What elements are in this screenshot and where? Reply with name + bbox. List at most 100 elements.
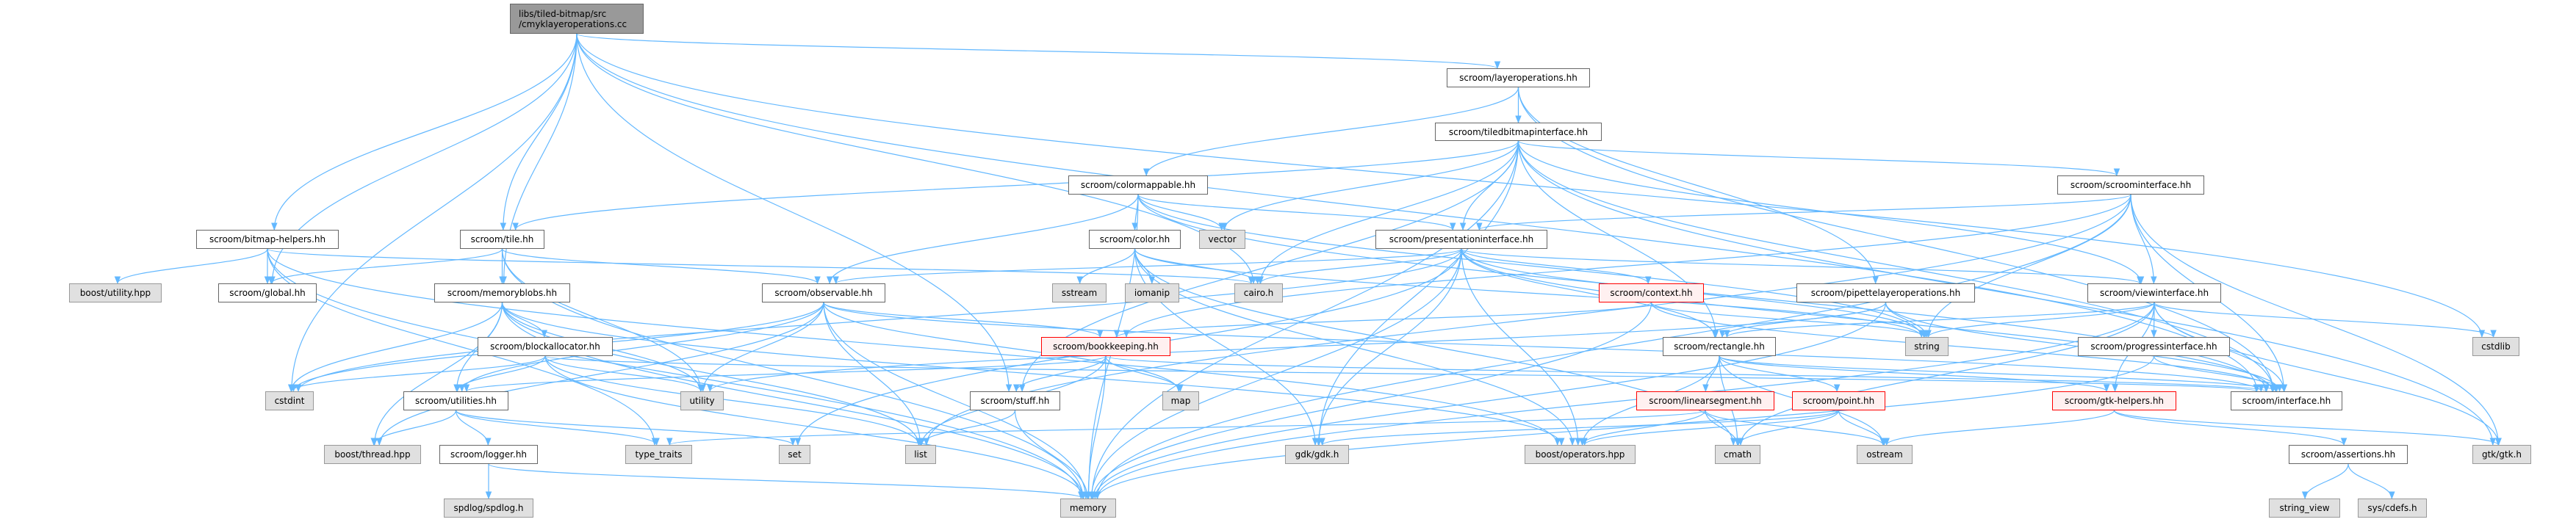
graph-node-label: scroom/presentationinterface.hh: [1389, 234, 1534, 244]
edge-scroominterface-to-string: [1925, 194, 2131, 338]
edge-root-to-layeroperations: [576, 33, 1500, 70]
graph-node-label: scroom/tile.hh: [470, 234, 534, 244]
graph-node-label: scroom/observable.hh: [774, 288, 873, 298]
graph-node-label: cmath: [1724, 449, 1752, 460]
graph-node-cstdint: cstdint: [265, 391, 314, 410]
edge-root-to-bitmap-helpers: [271, 33, 578, 231]
graph-node-color[interactable]: scroom/color.hh: [1089, 230, 1181, 249]
graph-node-label: libs/tiled-bitmap/src /cmyklayeroperatio…: [519, 8, 627, 29]
graph-node-label: scroom/bitmap-helpers.hh: [209, 234, 326, 244]
edge-blockallocator-to-cstdint: [288, 355, 546, 393]
graph-node-type-traits: type_traits: [625, 445, 692, 464]
graph-node-boost-operators: boost/operators.hpp: [1525, 445, 1636, 464]
edge-tiledbitmapinterface-to-vector: [1221, 140, 1519, 231]
edge-memoryblobs-to-boost-thread: [371, 302, 503, 446]
edge-color-to-gdk: [1134, 248, 1319, 446]
graph-node-set: set: [779, 445, 810, 464]
edge-viewinterface-to-gtk: [2154, 302, 2502, 446]
edge-bitmap-helpers-to-boost-utility: [114, 248, 268, 285]
graph-node-label: scroom/tiledbitmapinterface.hh: [1448, 126, 1589, 137]
edge-tiledbitmapinterface-to-rectangle: [1517, 140, 1719, 338]
graph-node-label: cstdlib: [2481, 341, 2511, 352]
graph-node-progressinterface[interactable]: scroom/progressinterface.hh: [2078, 337, 2230, 356]
graph-node-context[interactable]: scroom/context.hh: [1599, 283, 1704, 302]
graph-node-stuff[interactable]: scroom/stuff.hh: [970, 391, 1060, 410]
graph-node-label: sstream: [1061, 288, 1098, 298]
graph-node-assertions[interactable]: scroom/assertions.hh: [2289, 445, 2408, 464]
graph-node-colormappable[interactable]: scroom/colormappable.hh: [1068, 175, 1208, 195]
edge-pipettelayeroperations-to-utility: [707, 302, 1887, 393]
edge-layer: [114, 33, 2502, 500]
graph-node-linearsegment[interactable]: scroom/linearsegment.hh: [1636, 391, 1774, 410]
edge-utilities-to-set: [455, 410, 796, 446]
edge-colormappable-to-vector: [1137, 194, 1225, 231]
edge-tiledbitmapinterface-to-gdk: [1315, 140, 1519, 446]
graph-node-layeroperations[interactable]: scroom/layeroperations.hh: [1447, 68, 1590, 87]
graph-node-bitmap-helpers[interactable]: scroom/bitmap-helpers.hh: [196, 230, 339, 249]
graph-node-global[interactable]: scroom/global.hh: [218, 283, 317, 302]
edge-observable-to-boost-thread: [375, 302, 824, 446]
graph-node-memoryblobs[interactable]: scroom/memoryblobs.hh: [434, 283, 570, 302]
edge-colormappable-to-string: [1137, 194, 1925, 338]
edge-scroominterface-to-gtk: [2130, 194, 2502, 446]
graph-node-observable[interactable]: scroom/observable.hh: [762, 283, 885, 302]
edge-layeroperations-to-interface: [1517, 87, 2277, 393]
edge-viewinterface-to-string: [1925, 302, 2155, 338]
edge-bitmap-helpers-to-type-traits: [267, 248, 658, 446]
graph-node-label: scroom/gtk-helpers.hh: [2064, 396, 2165, 406]
graph-node-label: scroom/context.hh: [1610, 288, 1693, 298]
graph-node-pipettelayeroperations[interactable]: scroom/pipettelayeroperations.hh: [1796, 283, 1975, 302]
edge-tiledbitmapinterface-to-gtk: [1517, 140, 2497, 446]
graph-node-label: scroom/stuff.hh: [980, 396, 1050, 406]
graph-node-point[interactable]: scroom/point.hh: [1792, 391, 1885, 410]
edge-assertions-to-string-view: [2301, 463, 2349, 500]
edge-gtk-helpers-to-assertions: [2113, 410, 2347, 446]
edge-gtk-helpers-to-gtk: [2113, 410, 2502, 446]
graph-node-logger[interactable]: scroom/logger.hh: [439, 445, 538, 464]
graph-node-label: scroom/logger.hh: [450, 449, 528, 460]
edge-tiledbitmapinterface-to-cairo: [1257, 140, 1519, 285]
edge-layeroperations-to-colormappable: [1143, 87, 1519, 177]
graph-node-label: scroom/layeroperations.hh: [1459, 73, 1577, 83]
graph-node-presentationinterface[interactable]: scroom/presentationinterface.hh: [1375, 230, 1547, 249]
edge-bookkeeping-to-interface: [1105, 355, 2269, 393]
graph-node-label: scroom/scroominterface.hh: [2070, 180, 2192, 190]
edge-context-to-bookkeeping: [1113, 302, 1652, 338]
graph-node-blockallocator[interactable]: scroom/blockallocator.hh: [478, 337, 613, 356]
edge-viewinterface-to-rectangle: [1724, 302, 2155, 338]
graph-node-label: list: [914, 449, 927, 460]
graph-node-gtk-helpers[interactable]: scroom/gtk-helpers.hh: [2052, 391, 2176, 410]
graph-node-viewinterface[interactable]: scroom/viewinterface.hh: [2087, 283, 2221, 302]
graph-node-tile[interactable]: scroom/tile.hh: [460, 230, 544, 249]
edge-presentationinterface-to-observable: [832, 248, 1462, 285]
edge-blockallocator-to-utility: [544, 355, 705, 393]
edge-linearsegment-to-ostream: [1705, 410, 1887, 446]
graph-node-root: libs/tiled-bitmap/src /cmyklayeroperatio…: [510, 4, 644, 34]
edge-observable-to-utilities: [458, 302, 824, 393]
edge-observable-to-map: [823, 302, 1182, 393]
graph-node-rectangle[interactable]: scroom/rectangle.hh: [1663, 337, 1776, 356]
edge-context-to-memory: [1090, 302, 1652, 500]
graph-node-tiledbitmapinterface[interactable]: scroom/tiledbitmapinterface.hh: [1435, 123, 1602, 141]
edge-rectangle-to-interface: [1719, 355, 2280, 393]
graph-node-scroominterface[interactable]: scroom/scroominterface.hh: [2057, 175, 2204, 195]
edge-tiledbitmapinterface-to-memory: [1088, 140, 1519, 500]
edge-tile-to-utility: [501, 248, 704, 393]
graph-node-utilities[interactable]: scroom/utilities.hh: [403, 391, 508, 410]
graph-node-label: scroom/interface.hh: [2242, 396, 2331, 406]
graph-node-bookkeeping[interactable]: scroom/bookkeeping.hh: [1041, 337, 1170, 356]
edge-point-to-cmath: [1735, 410, 1840, 446]
graph-node-iomanip: iomanip: [1125, 283, 1179, 302]
edge-viewinterface-to-cmath: [1737, 302, 2155, 446]
edge-tiledbitmapinterface-to-tile: [512, 140, 1519, 231]
graph-node-label: scroom/progressinterface.hh: [2090, 341, 2217, 352]
graph-node-label: ostream: [1866, 449, 1903, 460]
edge-colormappable-to-presentationinterface: [1137, 194, 1456, 231]
graph-node-label: sys/cdefs.h: [2367, 503, 2417, 513]
edge-presentationinterface-to-memory: [1088, 248, 1462, 500]
edge-scroominterface-to-viewinterface: [2130, 194, 2157, 285]
edge-color-to-boost-operators: [1134, 248, 1576, 446]
edge-root-to-interface: [576, 33, 2260, 393]
graph-node-interface[interactable]: scroom/interface.hh: [2231, 391, 2342, 410]
